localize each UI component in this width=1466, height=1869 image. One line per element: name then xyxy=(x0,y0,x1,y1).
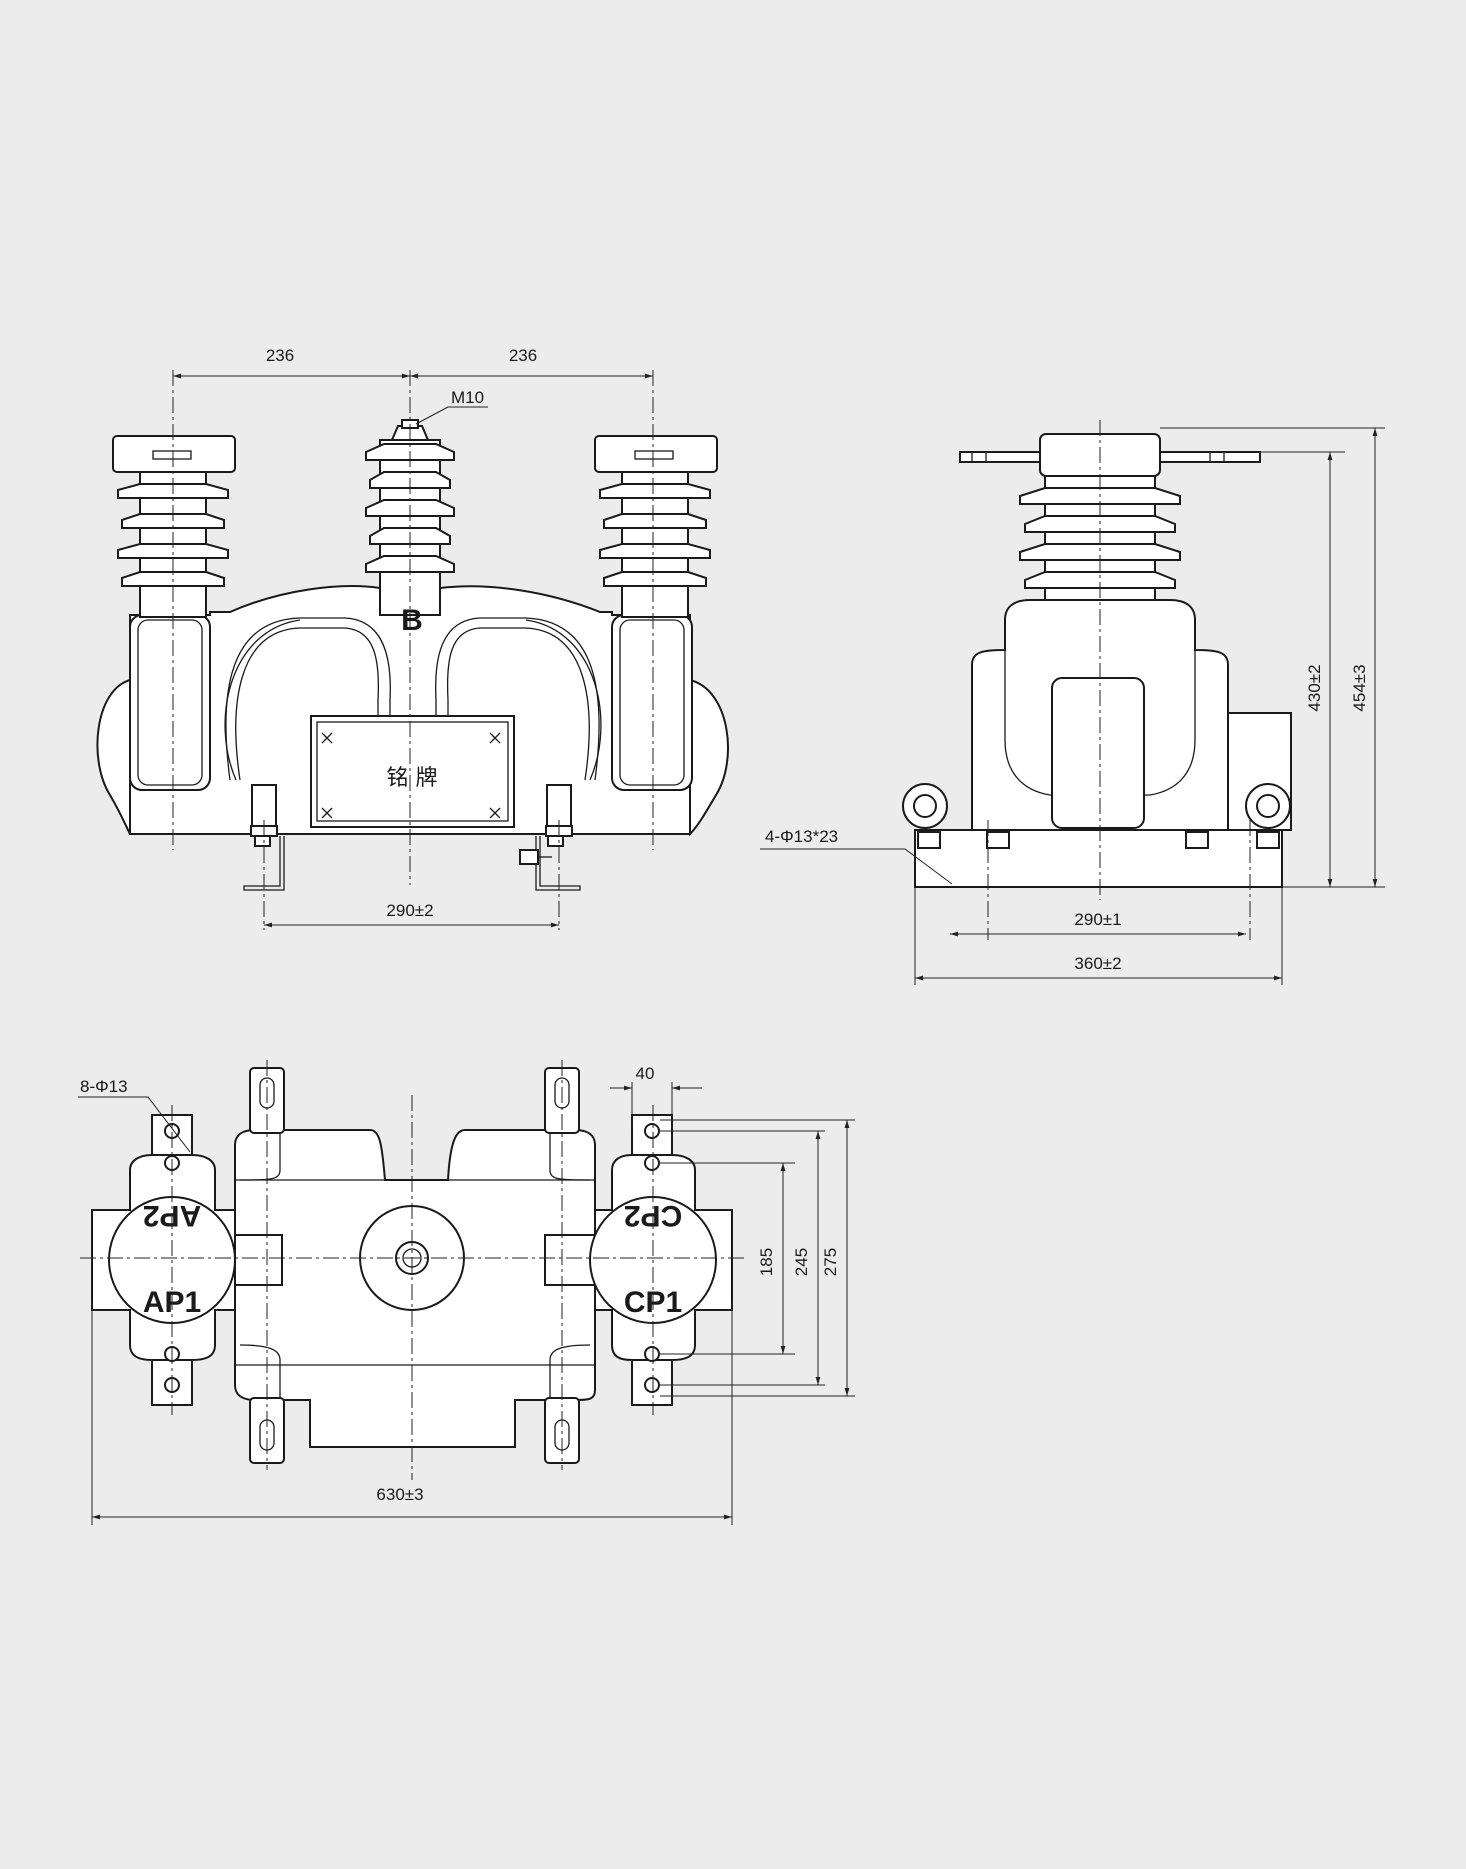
top-left-terminal: AP2 AP1 xyxy=(91,1114,236,1406)
hole-spec-top: 8-Φ13 xyxy=(80,1077,128,1096)
dim-290-front: 290±2 xyxy=(386,901,433,920)
front-dimensions: 236 236 M10 B 290±2 xyxy=(173,346,653,928)
front-centerlines xyxy=(172,370,654,930)
nameplate-label: 铭 牌 xyxy=(387,766,438,791)
dim-236-left: 236 xyxy=(266,346,294,365)
dim-290-side: 290±1 xyxy=(1074,910,1121,929)
top-view: AP2 AP1 CP2 CP1 xyxy=(78,1060,855,1525)
dim-630: 630±3 xyxy=(376,1485,423,1504)
top-dimensions: 8-Φ13 40 185 245 275 630±3 xyxy=(78,1064,855,1525)
side-dimensions: 430±2 454±3 4-Φ13*23 290±1 360±2 xyxy=(760,427,1385,985)
side-view: 430±2 454±3 4-Φ13*23 290±1 360±2 xyxy=(760,420,1385,985)
terminal-label-b: B xyxy=(401,604,423,637)
dim-360: 360±2 xyxy=(1074,954,1121,973)
side-insulator xyxy=(959,433,1261,601)
dim-454: 454±3 xyxy=(1350,664,1369,711)
dim-245: 245 xyxy=(792,1248,811,1276)
front-view: 铭 牌 xyxy=(96,346,729,930)
front-body xyxy=(96,585,729,837)
dim-275: 275 xyxy=(821,1248,840,1276)
side-lifting-eyes xyxy=(902,783,1291,829)
dim-185: 185 xyxy=(757,1248,776,1276)
thread-label: M10 xyxy=(451,388,484,407)
top-right-terminal: CP2 CP1 xyxy=(589,1114,733,1406)
dim-40: 40 xyxy=(636,1064,655,1083)
top-centerlines xyxy=(80,1060,745,1480)
dim-430: 430±2 xyxy=(1305,664,1324,711)
side-nuts xyxy=(917,831,1280,849)
side-base-plate xyxy=(914,829,1283,888)
front-left-column xyxy=(112,435,236,791)
hole-spec-side: 4-Φ13*23 xyxy=(765,827,838,846)
dim-236-right: 236 xyxy=(509,346,537,365)
front-right-column xyxy=(594,435,718,791)
nameplate: 铭 牌 xyxy=(310,715,515,828)
